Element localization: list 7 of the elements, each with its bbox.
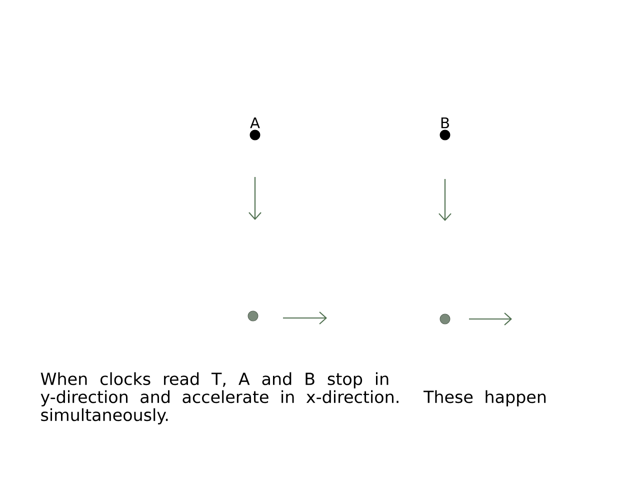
point xyxy=(440,314,450,324)
point: B xyxy=(440,117,450,140)
node-label: B xyxy=(441,117,449,128)
point: A xyxy=(250,117,260,140)
point xyxy=(248,310,258,322)
caption: When clocks read T, A and B stop in y-direction and accelerate in x-direction. These happen simultaneously. xyxy=(40,372,546,424)
node-label: A xyxy=(250,117,260,128)
